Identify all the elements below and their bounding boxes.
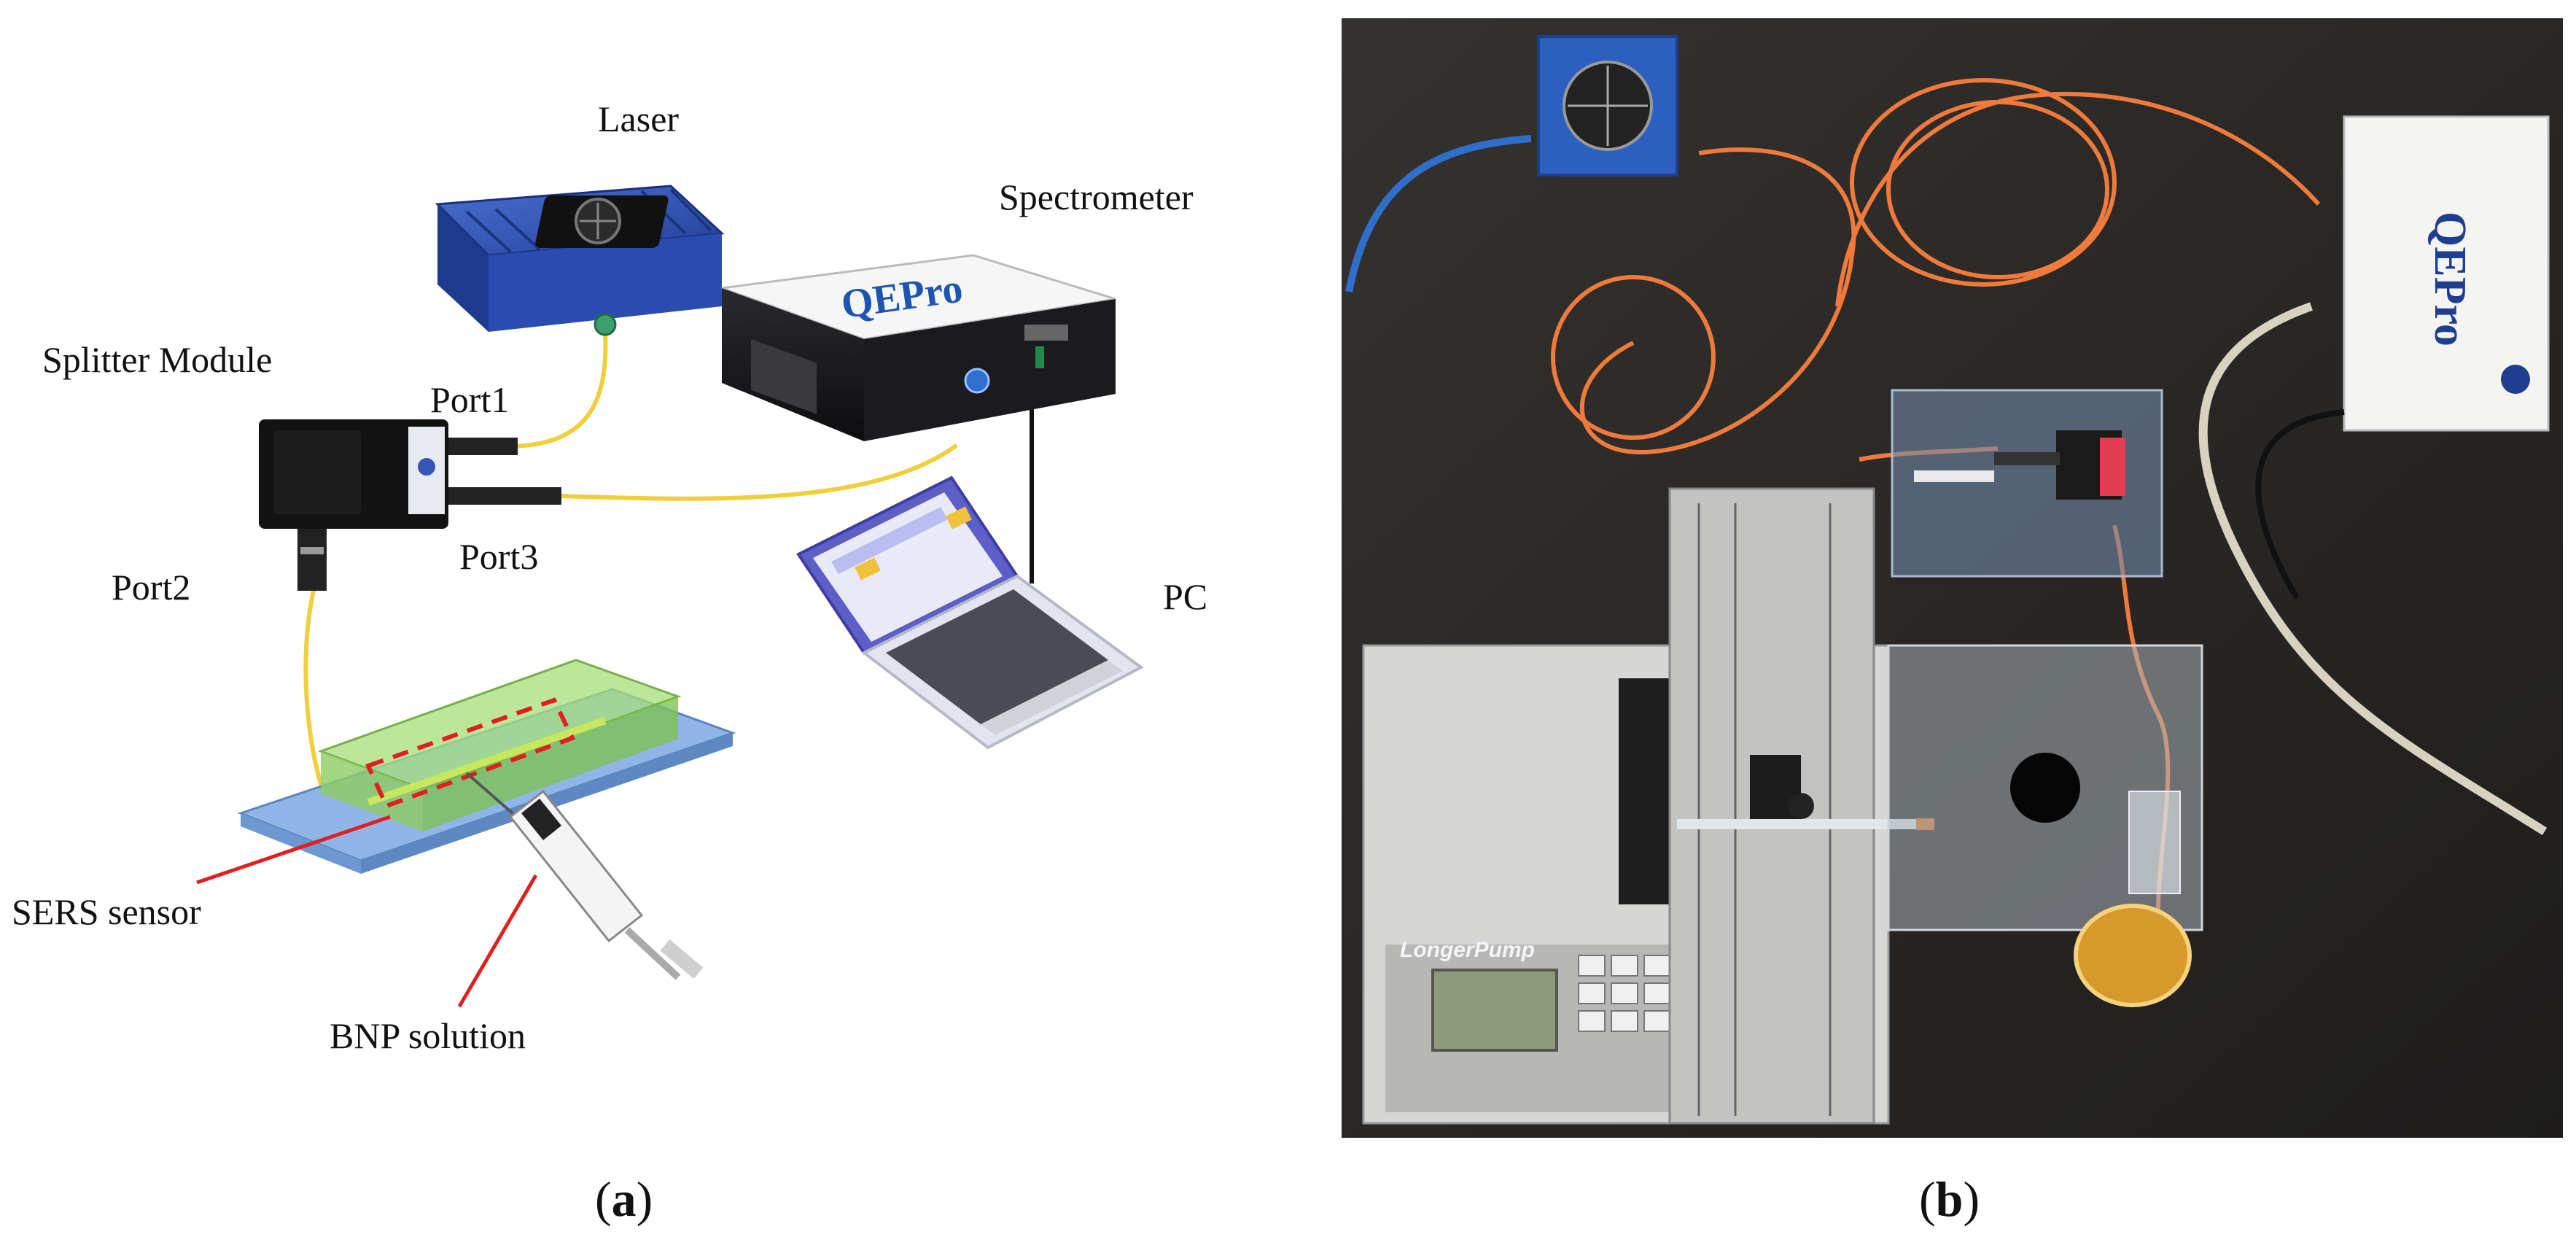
port2-connector bbox=[297, 529, 327, 591]
pump-brand: LongerPump bbox=[1400, 938, 1535, 962]
label-sers-sensor: SERS sensor bbox=[12, 891, 201, 932]
label-port3: Port3 bbox=[459, 536, 539, 577]
photo-panel: QEPro LongerPump bbox=[1342, 18, 2563, 1138]
fiber-laser-port1 bbox=[508, 330, 608, 449]
laptop-pc bbox=[796, 476, 1144, 750]
label-splitter-module: Splitter Module bbox=[42, 339, 273, 380]
bnp-solution-leader bbox=[457, 874, 538, 1008]
laser-device bbox=[435, 185, 725, 336]
caption-b: (b) bbox=[1919, 1171, 1980, 1227]
port1-connector bbox=[448, 438, 518, 455]
splitter-module bbox=[259, 419, 561, 591]
spectrometer-brand-b: QEPro bbox=[2425, 212, 2475, 346]
syringe bbox=[465, 772, 704, 980]
label-spectrometer: Spectrometer bbox=[999, 177, 1194, 217]
caption-a: (a) bbox=[595, 1171, 653, 1227]
spectrometer-device bbox=[721, 254, 1116, 441]
label-laser: Laser bbox=[598, 98, 680, 139]
port3-connector bbox=[448, 487, 561, 505]
label-port2: Port2 bbox=[112, 567, 191, 608]
fiber-port3-spectrometer bbox=[559, 444, 957, 501]
sensor-region-callout bbox=[365, 697, 576, 809]
label-bnp-solution: BNP solution bbox=[330, 1015, 526, 1056]
label-pc: PC bbox=[1163, 576, 1208, 617]
sers-chip bbox=[237, 659, 736, 874]
sers-sensor-leader bbox=[196, 815, 391, 885]
label-port1: Port1 bbox=[430, 379, 510, 420]
